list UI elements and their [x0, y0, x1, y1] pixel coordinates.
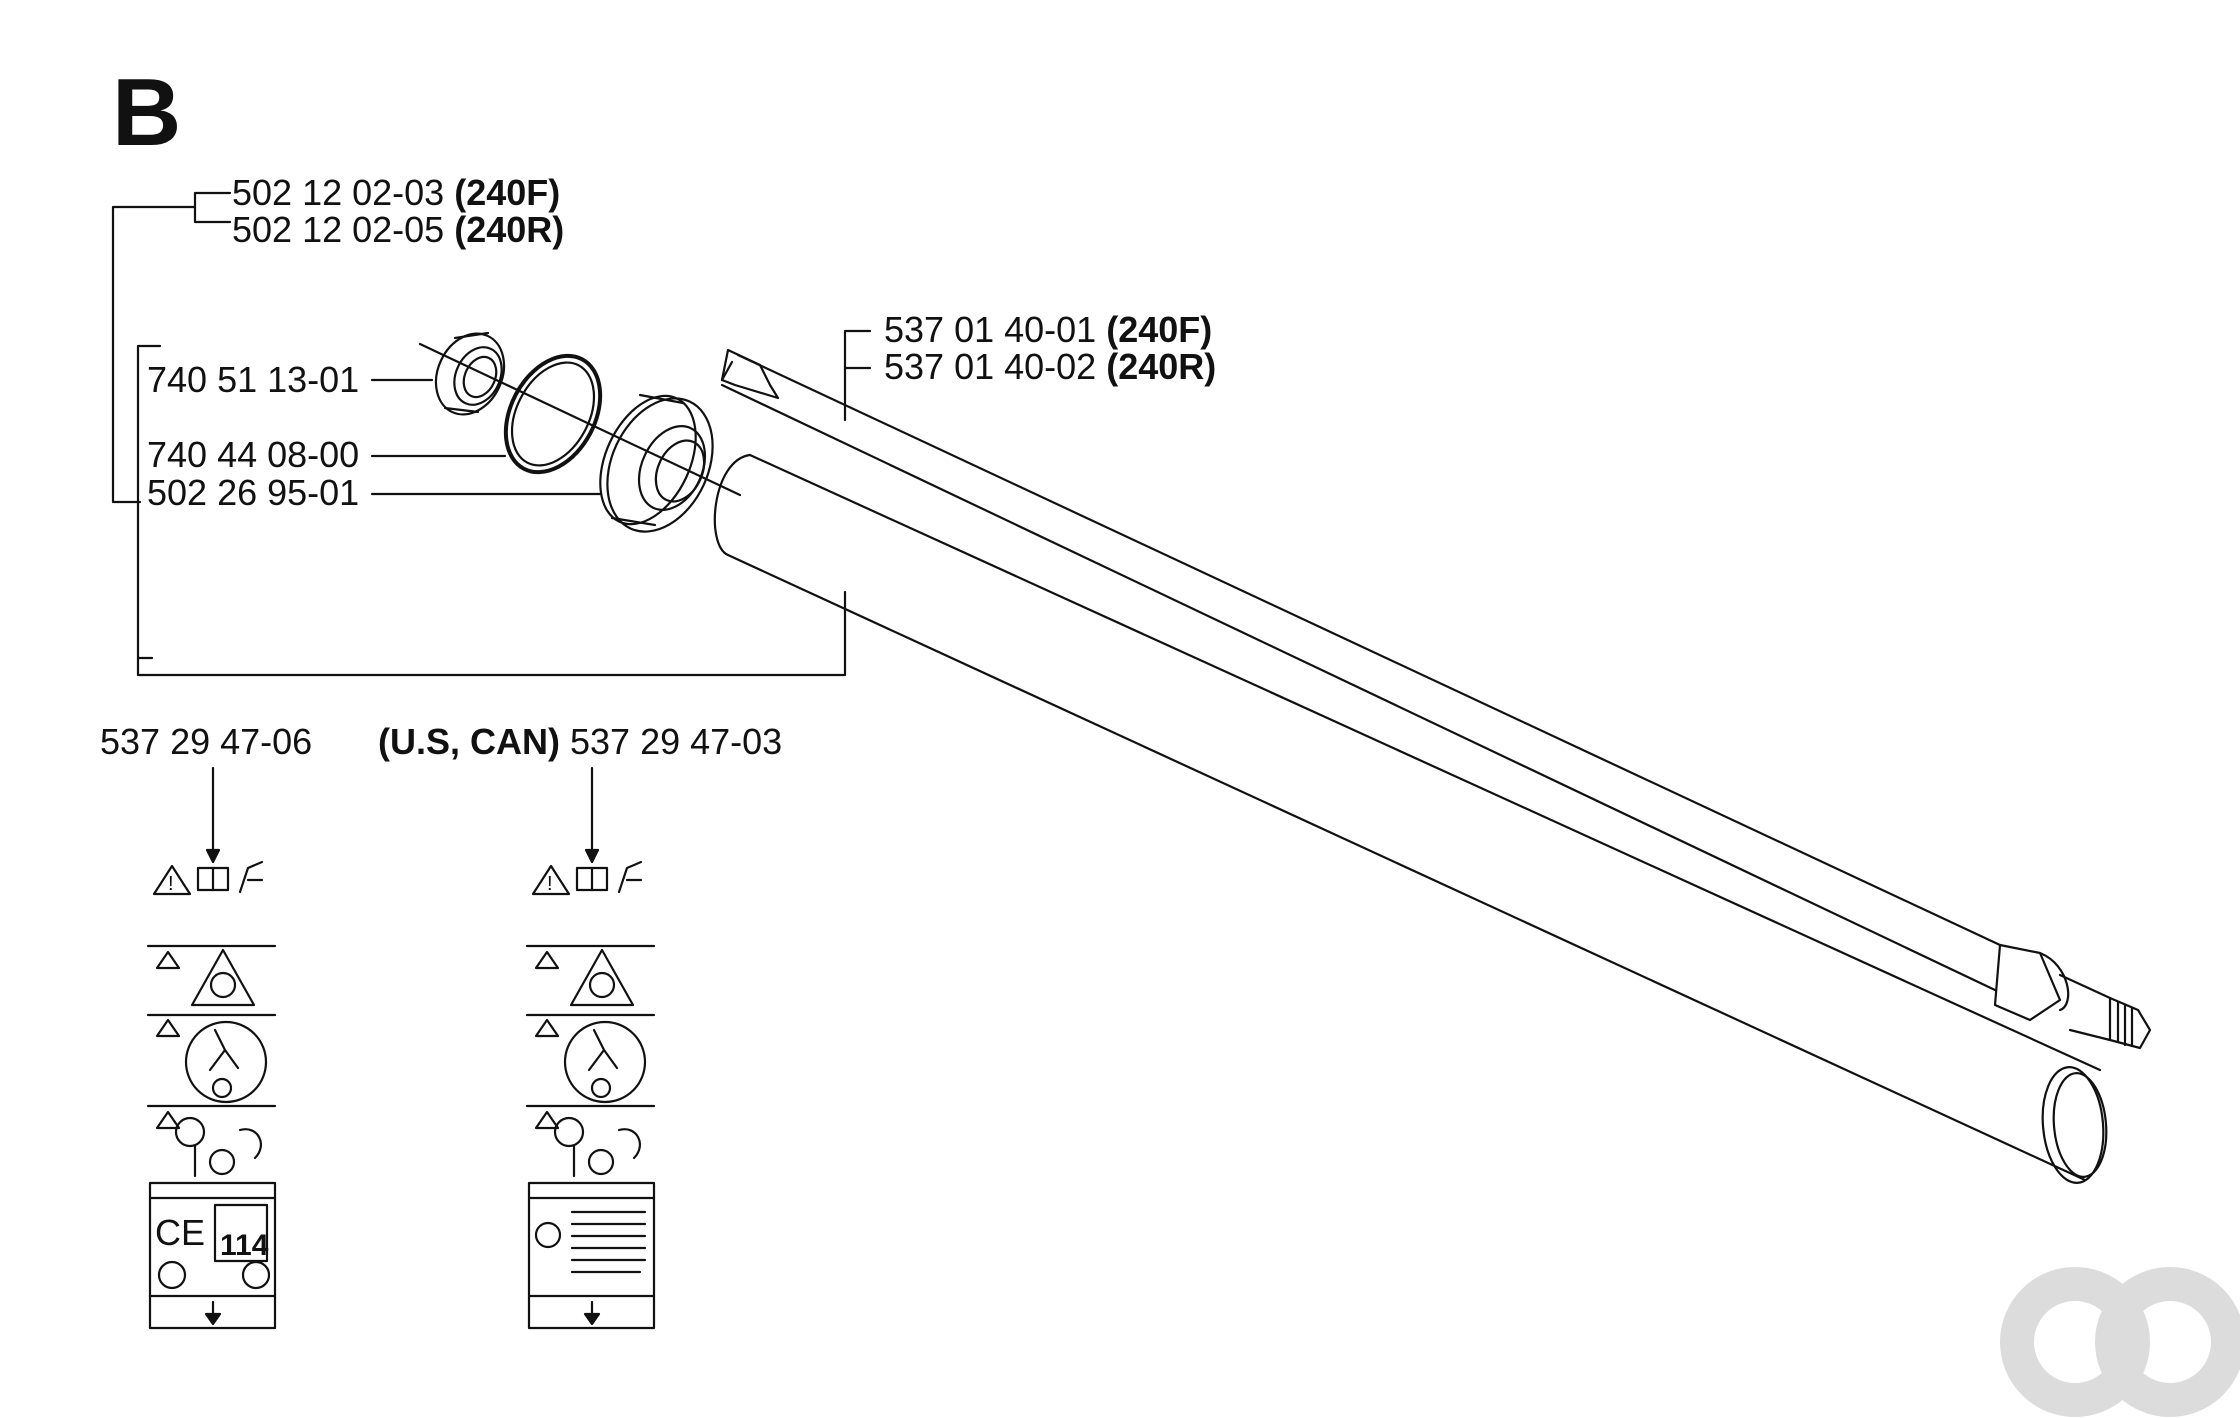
leader-shaft [843, 329, 872, 422]
drive-shaft [720, 348, 2152, 1050]
label-kit-240r: 502 12 02-05 (240R) [232, 210, 564, 250]
kit-2-part-number: 502 12 02-05 [232, 209, 445, 250]
label-decal-2: (U.S, CAN) 537 29 47-03 [378, 722, 782, 762]
decal-2-region: (U.S, CAN) [378, 721, 560, 762]
tube-bracket [136, 344, 847, 677]
svg-text:!: ! [547, 873, 553, 895]
decal-1-ce: CE [155, 1212, 205, 1253]
shaft-1-model: (240F) [1106, 309, 1213, 350]
shaft-2-part-number: 537 01 40-02 [884, 346, 1097, 387]
decal-1-db: 114 [220, 1229, 269, 1262]
decal-1: ! [146, 860, 277, 1330]
section-title: B [112, 59, 182, 166]
label-decal-1: 537 29 47-06 [100, 721, 313, 762]
label-kit-240f: 502 12 02-03 (240F) [232, 173, 560, 213]
bearing-part [599, 393, 714, 533]
label-shaft-240r: 537 01 40-02 (240R) [884, 347, 1216, 387]
label-oring: 740 44 08-00 [147, 434, 360, 475]
kit-2-model: (240R) [454, 209, 565, 250]
watermark-logo [2000, 1267, 2240, 1417]
label-bushing: 740 51 13-01 [147, 359, 360, 400]
assembly-axis [418, 342, 742, 497]
decal-2-part-number: 537 29 47-03 [570, 721, 783, 762]
kit-1-part-number: 502 12 02-03 [232, 172, 445, 213]
decal-2-arrow [584, 766, 600, 864]
outer-tube [713, 453, 2108, 1184]
decal-2: ! [525, 860, 656, 1330]
oring-part [503, 353, 603, 475]
decal-1-arrow [205, 766, 221, 864]
shaft-1-part-number: 537 01 40-01 [884, 309, 1097, 350]
svg-text:!: ! [168, 873, 174, 895]
kit-bracket [111, 191, 232, 504]
label-bearing: 502 26 95-01 [147, 472, 360, 513]
shaft-2-model: (240R) [1106, 346, 1217, 387]
kit-1-model: (240F) [454, 172, 561, 213]
bushing-part [434, 331, 506, 416]
label-shaft-240f: 537 01 40-01 (240F) [884, 310, 1212, 350]
